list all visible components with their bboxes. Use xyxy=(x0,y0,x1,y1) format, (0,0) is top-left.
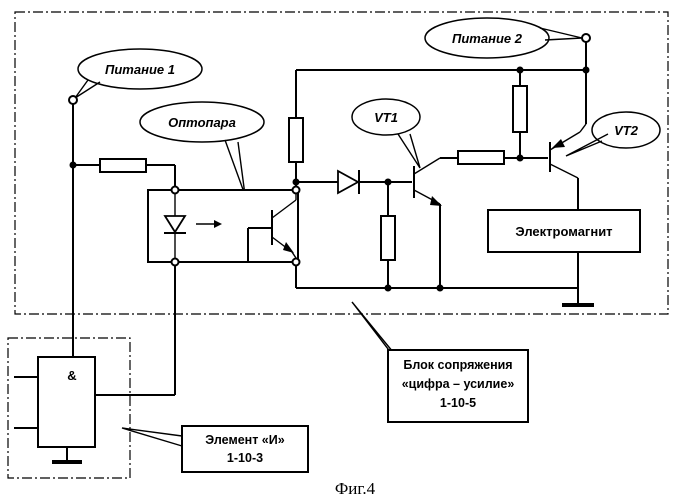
and-element-line2: 1-10-3 xyxy=(227,451,263,465)
and-element-group: & xyxy=(14,357,95,462)
optocoupler-label: Оптопара xyxy=(168,115,236,130)
electromagnet-label: Электромагнит xyxy=(515,224,612,239)
resistor-r3 xyxy=(381,216,395,260)
power2-group: Питание 2 xyxy=(425,18,590,58)
vt1-label: VT1 xyxy=(374,110,398,125)
power2-label: Питание 2 xyxy=(452,31,523,46)
and-gate-symbol: & xyxy=(67,368,76,383)
diode-icon xyxy=(338,171,358,193)
power1-group: Питание 1 xyxy=(69,49,202,104)
vt2-group: VT2 xyxy=(550,70,660,210)
interface-block-label-group: Блок сопряжения «цифра – усилие» 1-10-5 xyxy=(352,302,528,422)
vt2-label: VT2 xyxy=(614,123,639,138)
and-element-line1: Элемент «И» xyxy=(205,433,284,447)
interface-block-line1: Блок сопряжения xyxy=(403,358,512,372)
and-element-label-group: Элемент «И» 1-10-3 xyxy=(122,426,308,472)
power1-terminal xyxy=(69,96,77,104)
power1-label: Питание 1 xyxy=(105,62,175,77)
resistor-r1 xyxy=(100,159,146,172)
interface-block-line2: «цифра – усилие» xyxy=(402,377,515,391)
resistor-r2 xyxy=(289,118,303,162)
vt1-group: VT1 xyxy=(352,99,458,288)
power2-terminal xyxy=(582,34,590,42)
figure-caption: Фиг.4 xyxy=(335,479,376,498)
resistor-r4 xyxy=(458,151,504,164)
resistor-r5 xyxy=(513,86,527,132)
interface-block-line3: 1-10-5 xyxy=(440,396,476,410)
optocoupler-group: Оптопара xyxy=(140,102,300,266)
